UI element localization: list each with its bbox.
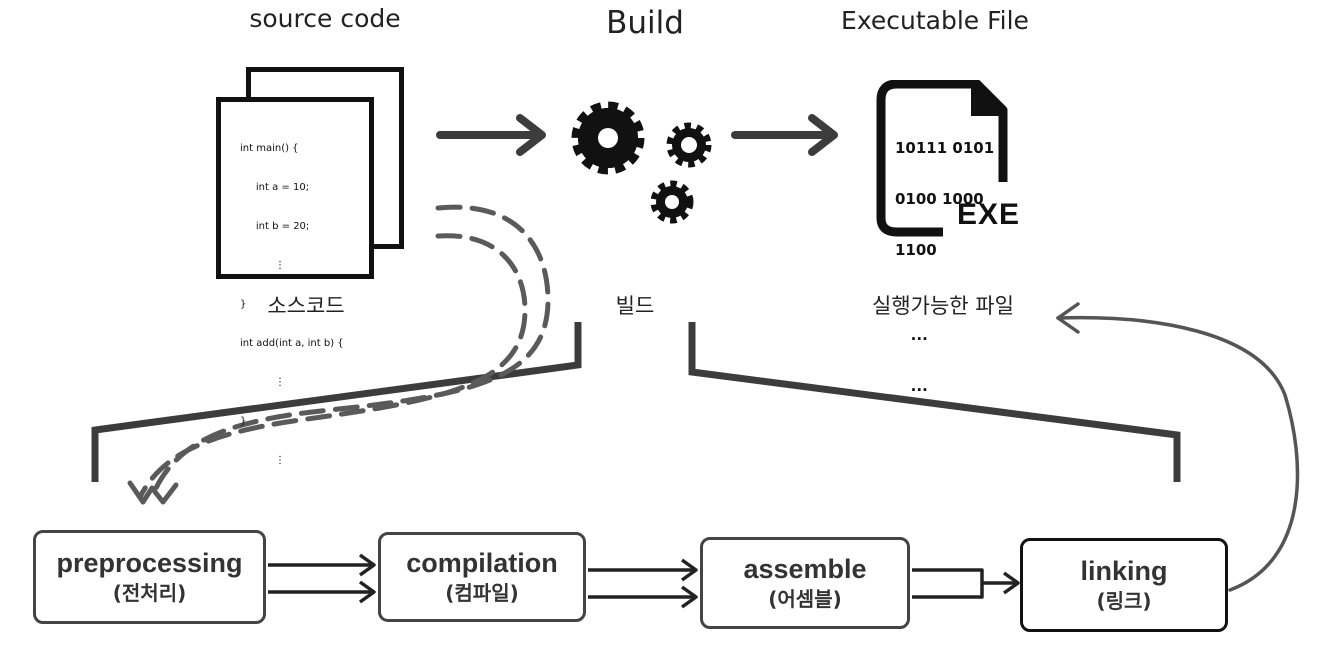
stage-compilation: compilation (컴파일)	[378, 532, 586, 622]
file-outline	[876, 80, 1008, 237]
stage-korean: (컴파일)	[445, 581, 519, 605]
binary-line: 10111 0101	[895, 139, 995, 157]
executable-file-title: Executable File	[841, 6, 1029, 35]
binary-line: 1100	[895, 241, 937, 259]
arrow-compilation-to-assemble	[588, 558, 698, 609]
stage-korean: (어셈블)	[768, 587, 842, 611]
arrow-assemble-to-linking	[912, 568, 1020, 599]
arrow-linking-to-exe	[1056, 302, 1300, 592]
exe-badge: EXE	[957, 198, 1021, 231]
arrow-source-to-build	[436, 114, 546, 156]
binary-line: 0100 1000	[895, 190, 984, 208]
binary-line: ...	[895, 326, 928, 344]
binary-line: ...	[895, 377, 928, 395]
code-line: int a = 10;	[240, 182, 310, 193]
code-line: ⋮	[240, 377, 285, 388]
build-title: Build	[606, 5, 684, 41]
stage-name: compilation	[406, 548, 558, 578]
gears-icon	[571, 101, 712, 224]
dashed-flow-arrow	[137, 204, 551, 500]
binary-content: 10111 0101 0100 1000 1100 ... ...	[895, 106, 994, 429]
document-stack-icon: int main() { int a = 10; int b = 20; ⋮ }…	[216, 65, 404, 466]
code-snippet: int main() { int a = 10; int b = 20; ⋮ }…	[240, 116, 344, 493]
front-page	[216, 97, 374, 279]
code-line: int b = 20;	[240, 221, 310, 232]
stage-preprocessing: preprocessing (전처리)	[33, 530, 266, 624]
code-line: }	[240, 299, 247, 310]
source-code-korean-label: 소스코드	[267, 294, 345, 318]
code-line: ⋮	[240, 455, 285, 466]
source-code-title: source code	[249, 4, 401, 33]
arrow-preprocessing-to-compilation	[268, 553, 376, 604]
build-korean-label: 빌드	[615, 294, 655, 318]
stage-korean: (링크)	[1096, 589, 1152, 613]
dashed-arrow-head	[127, 480, 179, 505]
arrow-build-to-exe	[731, 114, 838, 156]
stage-name: linking	[1080, 556, 1168, 586]
stage-assemble: assemble (어셈블)	[700, 537, 910, 629]
stage-name: preprocessing	[56, 548, 243, 578]
build-bracket	[91, 322, 1181, 482]
code-line: }	[240, 416, 247, 427]
stage-name: assemble	[743, 554, 867, 584]
code-line: int add(int a, int b) {	[240, 338, 344, 349]
executable-file-icon: 10111 0101 0100 1000 1100 ... ... EXE	[875, 80, 1030, 395]
executable-korean-label: 실행가능한 파일	[872, 294, 1014, 318]
stage-korean: (전처리)	[112, 581, 187, 605]
code-line: int main() {	[240, 143, 299, 154]
code-line: ⋮	[240, 260, 285, 271]
stage-linking: linking (링크)	[1020, 538, 1228, 632]
